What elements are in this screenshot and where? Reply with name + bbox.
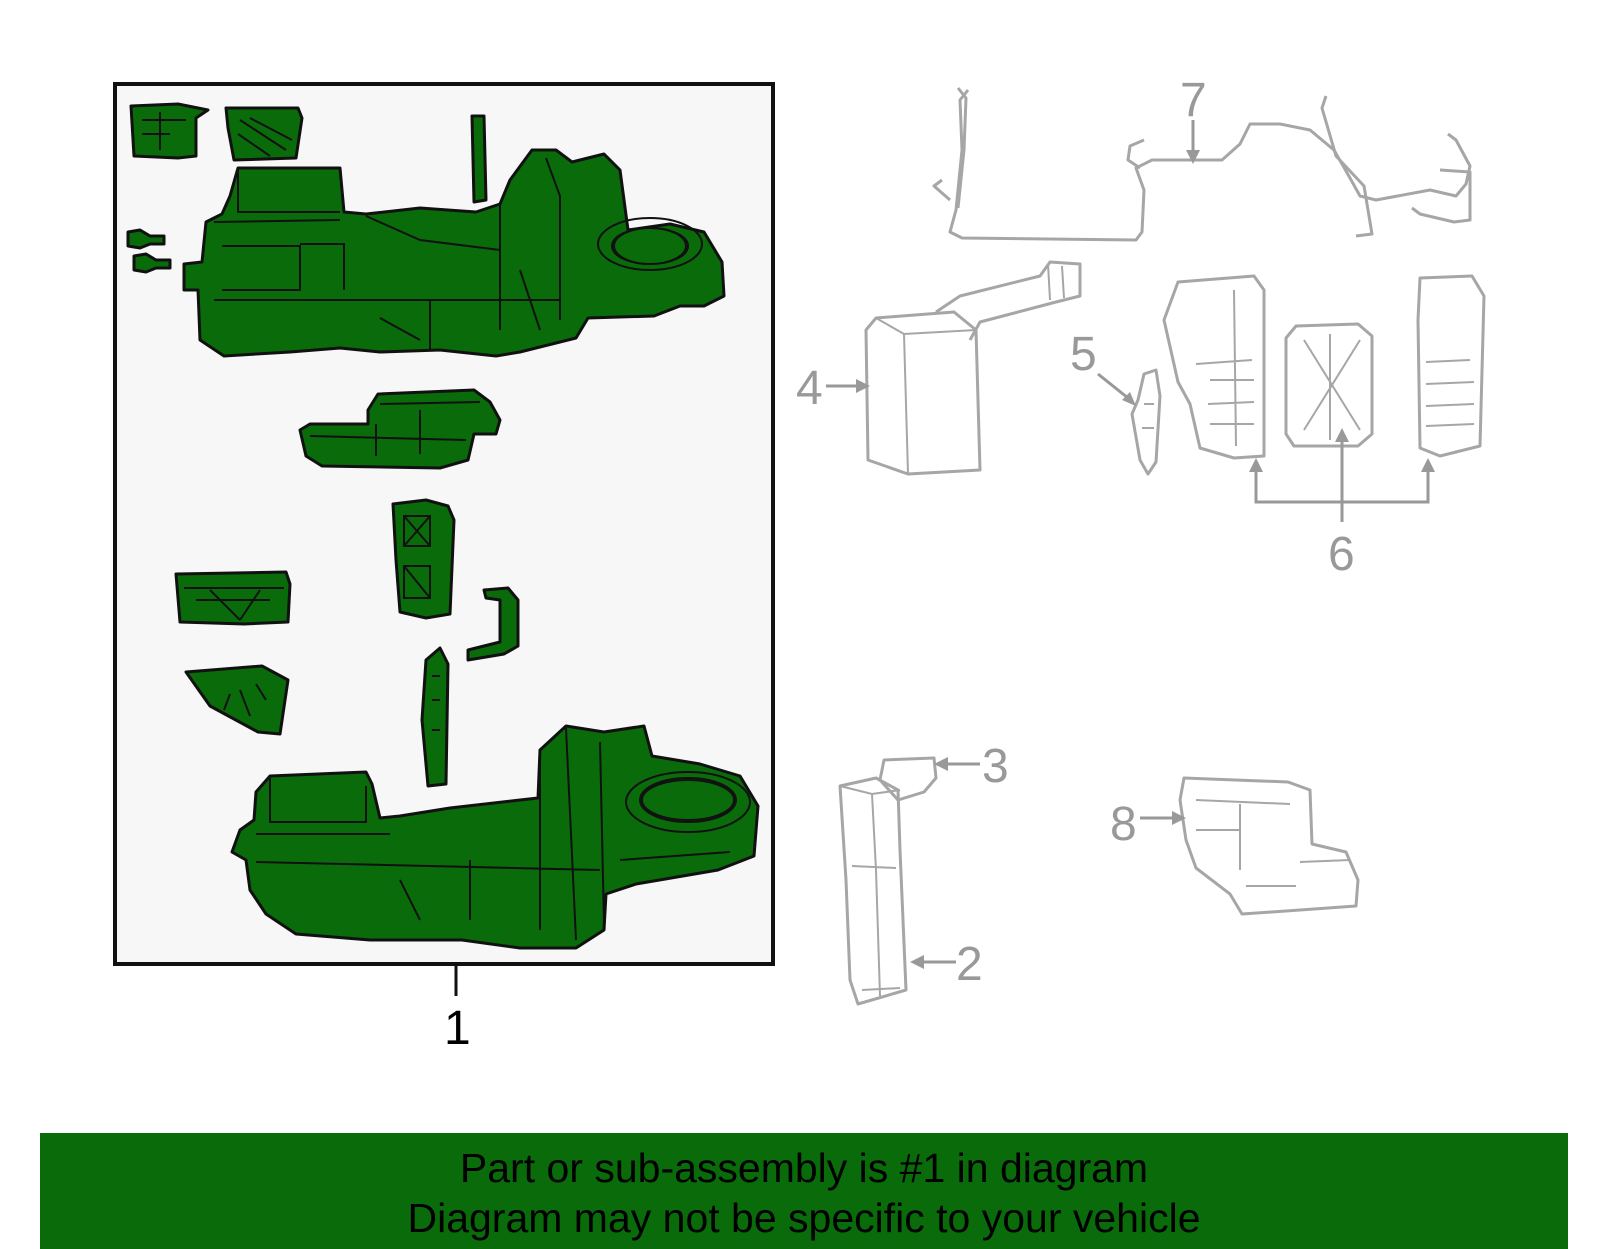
arrow-5	[1097, 372, 1129, 400]
callout-3: 3	[982, 740, 1009, 793]
assembly-1-door-part	[391, 498, 456, 620]
callout-1: 1	[444, 1002, 471, 1055]
callout-5: 5	[1070, 328, 1097, 381]
part-2-duct	[838, 776, 908, 1006]
assembly-1-arm-part	[420, 646, 450, 788]
arrow-4-head	[856, 379, 870, 393]
arrow-2-head	[910, 955, 924, 969]
assembly-1-upper-housing-part	[182, 148, 726, 358]
arrow-5-head	[1122, 392, 1136, 406]
assembly-1-bracket-small-part	[129, 102, 210, 160]
arrows-6	[1249, 428, 1435, 522]
assembly-1-duct-part	[298, 388, 502, 470]
arrow-3-head	[934, 757, 948, 771]
assembly-1-vent-part	[224, 106, 304, 162]
part-6-left-door	[1162, 274, 1266, 460]
assembly-1-screw-parts	[126, 228, 172, 274]
part-3-duct-cap	[878, 756, 938, 802]
part-8-housing	[1178, 776, 1360, 916]
part-6-center-filter	[1284, 322, 1374, 448]
assembly-1-filter-door-part	[174, 570, 292, 626]
callout-8: 8	[1110, 798, 1137, 851]
part-6-right-door	[1416, 274, 1486, 458]
callout-2: 2	[956, 938, 983, 991]
callout-6: 6	[1328, 528, 1355, 581]
disclaimer-banner: Part or sub-assembly is #1 in diagram Di…	[40, 1133, 1568, 1249]
banner-line-2: Diagram may not be specific to your vehi…	[407, 1195, 1201, 1241]
assembly-1-hose-part	[466, 586, 520, 662]
callout-4: 4	[796, 362, 823, 415]
part-7-wiring-harness	[932, 87, 1472, 242]
callout-7: 7	[1180, 74, 1207, 127]
arrow-7-head	[1186, 150, 1200, 164]
arrow-8-head	[1172, 811, 1186, 825]
banner-line-1: Part or sub-assembly is #1 in diagram	[459, 1145, 1149, 1191]
assembly-1-lower-housing-part	[230, 724, 760, 950]
part-5-sensor	[1130, 368, 1162, 476]
assembly-1-deflector-part	[184, 664, 290, 736]
part-4-heater-core	[864, 260, 1082, 476]
assembly-1-rod-part	[470, 114, 488, 204]
